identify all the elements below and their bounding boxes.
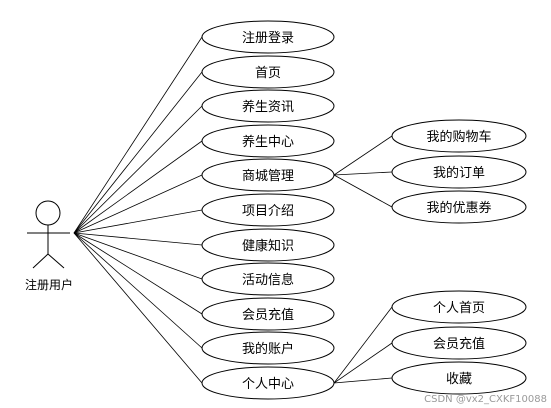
association-line-health-news xyxy=(73,105,203,234)
use-case-favorites-ellipse xyxy=(391,361,527,395)
use-case-member-recharge-2-ellipse xyxy=(391,326,527,360)
association-line-my-account xyxy=(73,232,203,349)
extension-line-my-cart xyxy=(333,135,393,176)
actor-right-leg xyxy=(47,253,65,269)
use-case-register-login-ellipse xyxy=(201,20,335,54)
use-case-my-account-label: 我的账户 xyxy=(242,341,294,357)
extension-line-favorites xyxy=(333,377,393,384)
actor-left-leg xyxy=(32,253,49,269)
use-case-activity-info: 活动信息 xyxy=(201,262,335,296)
use-case-my-orders-ellipse xyxy=(391,155,527,189)
use-case-member-recharge-ellipse xyxy=(201,297,335,331)
actor-head xyxy=(35,200,61,226)
use-case-mall-management-label: 商城管理 xyxy=(242,169,294,184)
association-line-member-recharge xyxy=(73,232,203,315)
association-lines xyxy=(73,36,393,384)
actor-label: 注册用户 xyxy=(25,277,73,292)
use-case-my-orders: 我的订单 xyxy=(391,155,527,189)
watermark-text: CSDN @vx2_CXKF10088 xyxy=(424,394,547,405)
use-case-my-cart-ellipse xyxy=(391,119,527,153)
use-case-project-intro: 项目介绍 xyxy=(201,193,335,227)
use-case-member-recharge-label: 会员充值 xyxy=(242,307,294,323)
use-case-home: 首页 xyxy=(201,55,335,89)
use-case-health-news-ellipse xyxy=(201,89,335,123)
extension-line-member-recharge-2 xyxy=(333,342,393,384)
use-case-health-news: 养生资讯 xyxy=(201,89,335,123)
use-case-home-ellipse xyxy=(201,55,335,89)
use-case-favorites-label: 收藏 xyxy=(446,372,472,387)
extension-line-personal-home xyxy=(333,306,393,384)
use-case-mall-management: 商城管理 xyxy=(201,158,335,192)
use-case-personal-home: 个人首页 xyxy=(391,290,527,324)
association-line-activity-info xyxy=(73,232,203,280)
use-case-mall-management-ellipse xyxy=(201,158,335,192)
use-case-personal-home-label: 个人首页 xyxy=(433,301,485,316)
use-case-health-knowledge-ellipse xyxy=(201,228,335,262)
use-case-project-intro-ellipse xyxy=(201,193,335,227)
use-case-my-coupons-label: 我的优惠券 xyxy=(426,200,491,216)
use-case-register-login-label: 注册登录 xyxy=(242,31,294,46)
association-line-home xyxy=(73,71,203,234)
association-line-personal-center xyxy=(73,232,203,384)
use-case-home-label: 首页 xyxy=(255,66,281,81)
use-case-my-cart-label: 我的购物车 xyxy=(426,129,491,145)
use-case-member-recharge-2: 会员充值 xyxy=(391,326,527,360)
use-case-member-recharge: 会员充值 xyxy=(201,297,335,331)
association-line-mall-management xyxy=(73,174,203,234)
use-case-personal-home-ellipse xyxy=(391,290,527,324)
extension-line-my-orders xyxy=(333,171,393,176)
use-case-project-intro-label: 项目介绍 xyxy=(242,204,294,219)
use-case-member-recharge-2-label: 会员充值 xyxy=(433,336,485,352)
use-case-my-orders-label: 我的订单 xyxy=(433,165,485,181)
use-case-health-center-ellipse xyxy=(201,124,335,158)
extension-line-my-coupons xyxy=(333,174,393,208)
use-case-health-center-label: 养生中心 xyxy=(242,134,294,150)
actor-figure: 注册用户 xyxy=(25,200,73,292)
use-case-register-login: 注册登录 xyxy=(201,20,335,54)
use-case-personal-center-ellipse xyxy=(201,366,335,400)
use-case-personal-center-label: 个人中心 xyxy=(242,377,294,392)
use-case-my-coupons: 我的优惠券 xyxy=(391,190,527,224)
association-line-health-knowledge xyxy=(73,232,203,246)
use-case-my-coupons-ellipse xyxy=(391,190,527,224)
use-case-health-knowledge: 健康知识 xyxy=(201,228,335,262)
use-case-health-news-label: 养生资讯 xyxy=(242,99,294,115)
use-case-personal-center: 个人中心 xyxy=(201,366,335,400)
use-case-my-account: 我的账户 xyxy=(201,331,335,365)
use-case-health-knowledge-label: 健康知识 xyxy=(242,238,294,254)
use-case-favorites: 收藏 xyxy=(391,361,527,395)
association-line-project-intro xyxy=(73,209,203,234)
use-case-health-center: 养生中心 xyxy=(201,124,335,158)
use-case-my-account-ellipse xyxy=(201,331,335,365)
association-line-register-login xyxy=(73,36,203,234)
association-line-health-center xyxy=(73,140,203,234)
use-case-my-cart: 我的购物车 xyxy=(391,119,527,153)
use-case-activity-info-label: 活动信息 xyxy=(242,272,294,288)
use-cases: 注册登录首页养生资讯养生中心商城管理项目介绍健康知识活动信息会员充值我的账户个人… xyxy=(201,20,527,400)
use-case-activity-info-ellipse xyxy=(201,262,335,296)
